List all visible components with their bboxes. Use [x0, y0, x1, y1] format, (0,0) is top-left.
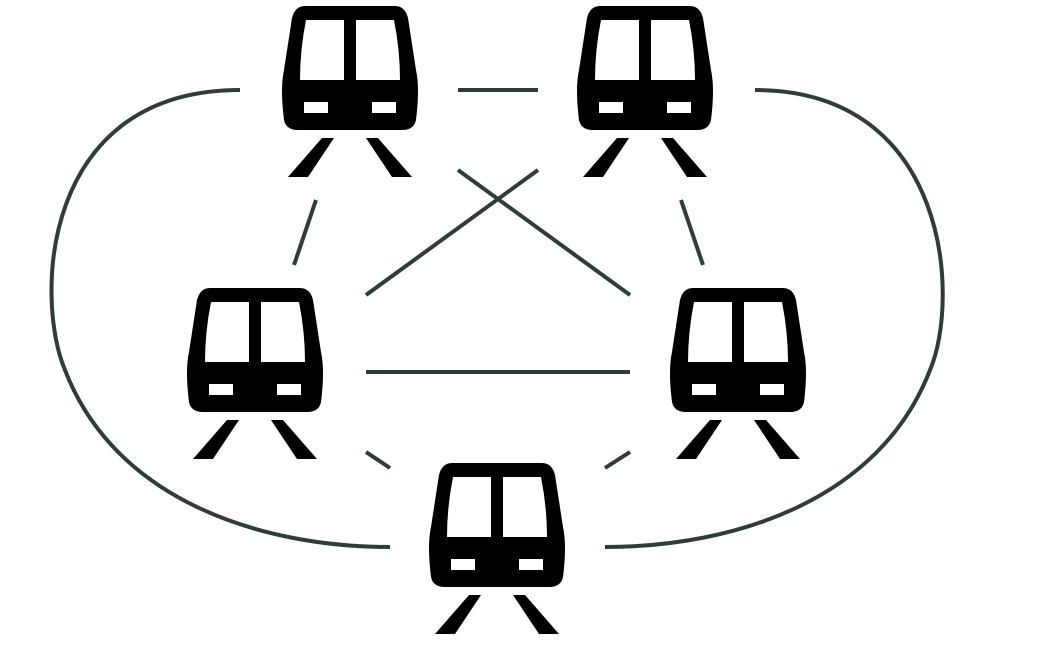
edge-middle-right-to-bottom: [603, 450, 632, 470]
edge-top-right-to-bottom: [604, 88, 945, 549]
edge-top-left-to-middle-right: [456, 168, 632, 297]
train-front-icon-top-right: [577, 6, 713, 177]
train-front-icon-top-left: [282, 6, 418, 177]
train-front-icon-middle-right: [670, 288, 806, 459]
edge-layer: [49, 88, 945, 549]
edge-middle-left-to-bottom: [364, 450, 392, 470]
node-layer: [187, 6, 806, 634]
edge-top-left-to-bottom: [49, 88, 391, 549]
edge-top-left-to-middle-left: [292, 199, 318, 266]
edge-top-right-to-middle-right: [679, 199, 705, 266]
train-front-icon-bottom: [429, 463, 565, 634]
edge-top-right-to-middle-left: [364, 168, 540, 297]
train-front-icon-middle-left: [187, 288, 323, 459]
